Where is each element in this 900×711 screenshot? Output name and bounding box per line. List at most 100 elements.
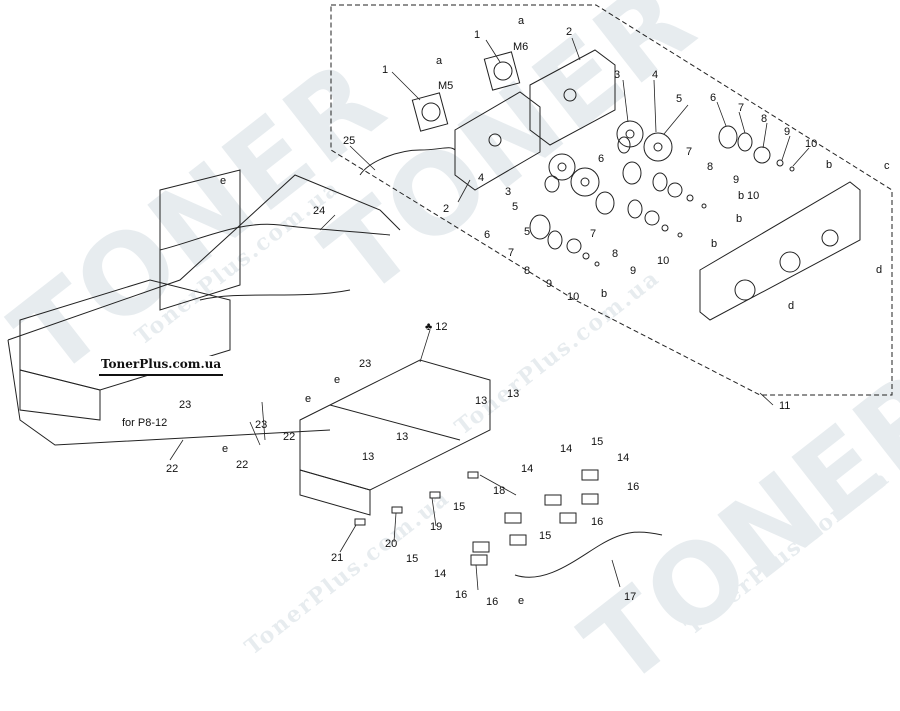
callout: 6	[598, 153, 604, 165]
callout: c	[884, 160, 890, 172]
brand-label-box: TonerPlus.com.ua	[99, 356, 223, 376]
callout: 2	[443, 203, 449, 215]
callout: 3	[614, 69, 620, 81]
callout: 16	[627, 481, 639, 493]
callout: 10	[567, 291, 579, 303]
callout: 7	[686, 146, 692, 158]
frame-outline	[7, 339, 331, 446]
callout: a	[518, 15, 525, 27]
callout: b	[738, 190, 744, 202]
callout: 14	[617, 452, 629, 464]
callout: 1	[474, 29, 480, 41]
callout: 14	[521, 463, 533, 475]
callout: b	[736, 213, 742, 225]
callout: 10	[805, 138, 817, 150]
callout: 13	[396, 431, 408, 443]
callout: 13	[362, 451, 374, 463]
reference-note: for P8-12	[122, 417, 167, 429]
callout: 5	[676, 93, 682, 105]
wire-harness	[159, 223, 391, 301]
callout: b	[711, 238, 717, 250]
callout: 5	[524, 226, 530, 238]
callout: 8	[707, 161, 713, 173]
callout: 24	[313, 205, 325, 217]
callout: 17	[624, 591, 636, 603]
callout: 2	[566, 26, 572, 38]
callout: 1	[382, 64, 388, 76]
callout: e	[305, 393, 311, 405]
callout: 9	[784, 126, 790, 138]
duct-assembly	[299, 359, 491, 516]
leader-lines	[169, 37, 810, 591]
callout: e	[222, 443, 228, 455]
callout: b	[601, 288, 607, 300]
callout: b	[826, 159, 832, 171]
callout: 7	[590, 228, 596, 240]
sensor-harness	[514, 531, 663, 578]
callout: 25	[343, 135, 355, 147]
callout: 19	[430, 521, 442, 533]
motor	[411, 51, 521, 132]
callout: 23	[255, 419, 267, 431]
callout: 15	[453, 501, 465, 513]
callout: 18	[493, 485, 505, 497]
callout: a	[436, 55, 443, 67]
gear-set	[544, 153, 707, 209]
callout: 9	[546, 278, 552, 290]
callout: 9	[733, 174, 739, 186]
callout: 7	[508, 247, 514, 259]
callout: 10	[657, 255, 669, 267]
seal	[354, 471, 479, 526]
gear-set	[595, 191, 683, 238]
callout: d	[876, 264, 882, 276]
callout: M5	[438, 80, 453, 92]
callout: ♣ 12	[425, 321, 448, 333]
callout: 16	[591, 516, 603, 528]
brand-label: TonerPlus.com.ua	[101, 357, 222, 371]
callout: 23	[359, 358, 371, 370]
callout: 11	[779, 400, 790, 412]
callout: 4	[652, 69, 658, 81]
callout: 15	[539, 530, 551, 542]
callout: e	[220, 175, 226, 187]
dashed-group-outline	[330, 4, 893, 396]
main-frame	[19, 169, 241, 421]
callout: e	[334, 374, 340, 386]
callout: 14	[560, 443, 572, 455]
callout: 8	[612, 248, 618, 260]
frame-outline	[7, 174, 401, 341]
callout: 9	[630, 265, 636, 277]
callout-layer: 1 1 a M6 a M5 2 2 3 3 4 4 5 5 5 6 6 6 7 …	[122, 15, 890, 608]
callout: 22	[283, 431, 295, 443]
drive-frame	[454, 49, 616, 191]
callout: 8	[761, 113, 767, 125]
callout: 23	[179, 399, 191, 411]
callout: 16	[486, 596, 498, 608]
callout: 13	[507, 388, 519, 400]
callout: 15	[591, 436, 603, 448]
callout: 20	[385, 538, 397, 550]
callout: 21	[331, 552, 343, 564]
callout: 4	[478, 172, 484, 184]
callout: d	[788, 300, 794, 312]
side-plate	[699, 181, 861, 321]
gear-set	[616, 120, 795, 172]
callout: 5	[512, 201, 518, 213]
callout: M6	[513, 41, 528, 53]
callout: 16	[455, 589, 467, 601]
callout: 7	[738, 102, 744, 114]
callout: 6	[484, 229, 490, 241]
drawing-canvas	[7, 4, 893, 591]
callout: e	[518, 595, 524, 607]
callout: 14	[434, 568, 446, 580]
callout: 15	[406, 553, 418, 565]
callout: 6	[710, 92, 716, 104]
callout: 22	[166, 463, 178, 475]
wire-harness	[359, 147, 456, 176]
callout: 8	[524, 265, 530, 277]
callout: 13	[475, 395, 487, 407]
gear-set	[529, 214, 600, 267]
callout: 10	[747, 190, 759, 202]
callout: 3	[505, 186, 511, 198]
